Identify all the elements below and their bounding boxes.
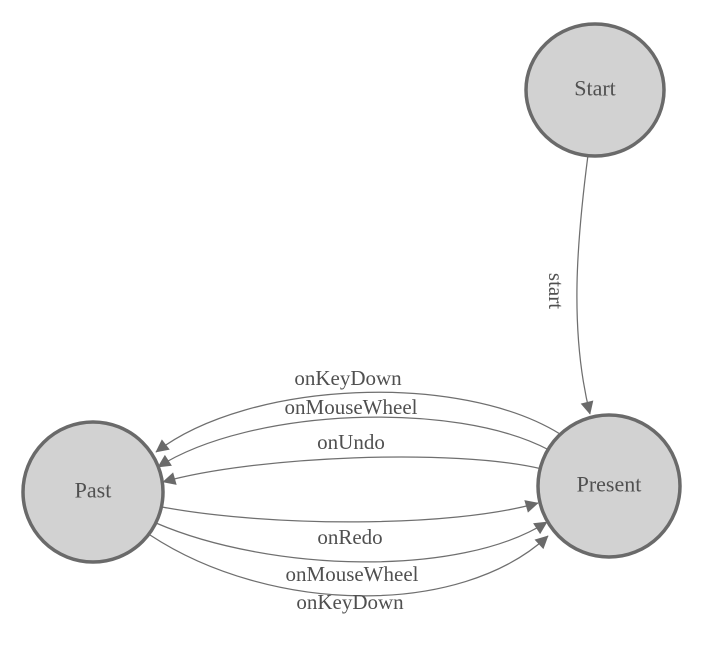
state-node-start[interactable]	[524, 22, 666, 158]
transition-edge-past-to-present-mousewheel	[155, 521, 548, 563]
transition-edge-present-to-past-keydown	[155, 391, 561, 453]
transition-edge-past-to-present-redo	[161, 500, 539, 523]
transition-edge-present-to-past-mousewheel	[157, 416, 550, 468]
edges-layer	[149, 154, 594, 597]
transition-label-present-to-past-mousewheel: onMouseWheel	[285, 395, 418, 419]
transition-edge-past-to-present-keydown	[149, 534, 549, 597]
transition-label-start-to-present: start	[544, 273, 568, 309]
edge-labels-layer: start onKeyDown onMouseWheel onUndo onRedo on…	[285, 273, 568, 614]
transition-label-present-to-past-keydown: onKeyDown	[294, 366, 402, 390]
transition-label-past-to-present-redo: onRedo	[317, 525, 382, 549]
transition-edge-present-to-past-undo	[162, 456, 543, 485]
transition-label-past-to-present-keydown: onKeyDown	[296, 590, 404, 614]
state-node-present[interactable]	[536, 413, 682, 559]
state-node-label-start: Start	[574, 76, 616, 101]
transition-label-present-to-past-undo: onUndo	[317, 430, 385, 454]
transition-edge-start-to-present	[576, 154, 594, 415]
transition-label-past-to-present-mousewheel: onMouseWheel	[286, 562, 419, 586]
state-node-label-present: Present	[577, 472, 642, 497]
state-node-label-past: Past	[75, 478, 112, 503]
state-node-past[interactable]	[21, 420, 165, 564]
